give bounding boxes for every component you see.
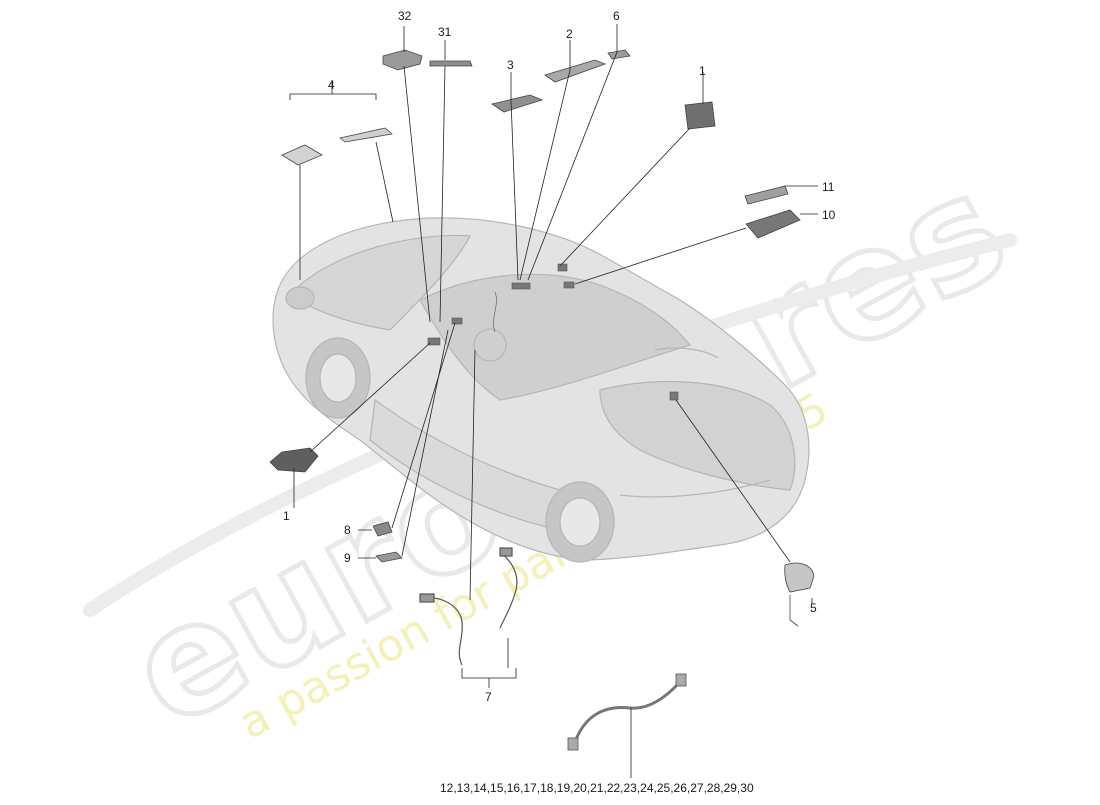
callout-4: 4	[328, 78, 335, 92]
mounted-part-1	[427, 337, 441, 346]
front-wheel-rim	[319, 353, 357, 403]
part-11-cover	[744, 185, 789, 205]
callout-10: 10	[822, 208, 836, 222]
detached-parts	[269, 49, 815, 627]
mounted-parts	[427, 263, 679, 401]
harness-7	[419, 547, 518, 666]
callout-8: 8	[344, 523, 351, 537]
leader-32	[403, 26, 431, 323]
part-5-wire	[789, 595, 799, 627]
leader-7-up	[469, 349, 476, 601]
leader-8	[358, 322, 456, 531]
callout-31: 31	[438, 25, 452, 39]
leader-9	[358, 329, 449, 559]
mounted-part-8	[451, 317, 463, 325]
car-cabin	[419, 273, 692, 401]
cable-end-b	[675, 673, 687, 687]
callout-5: 5	[810, 601, 817, 615]
harness-7a	[419, 596, 463, 666]
harness-7b-connector	[499, 547, 513, 557]
callout-12-30: 12,13,14,15,16,17,18,19,20,21,22,23,24,2…	[440, 781, 754, 795]
callout-11: 11	[822, 180, 835, 194]
callout-2: 2	[566, 27, 573, 41]
part-9-bracket	[375, 551, 403, 563]
leader-lines	[289, 24, 818, 778]
bracket-4	[289, 80, 377, 100]
callout-6: 6	[613, 9, 620, 23]
part-10-module	[745, 209, 801, 239]
part-1-control-unit	[684, 101, 716, 130]
part-6-module	[607, 49, 631, 60]
callout-32: 32	[398, 9, 412, 23]
leader-31	[439, 40, 446, 323]
callout-1-left: 1	[283, 509, 290, 523]
mounted-part-1b	[557, 263, 568, 272]
car-rear-deck	[599, 380, 796, 491]
leader-1-left	[293, 342, 431, 508]
mounted-part-6	[563, 281, 575, 289]
car-illustration	[272, 217, 810, 563]
leader-5	[675, 399, 813, 604]
leader-6	[527, 24, 618, 281]
cable-body	[573, 680, 682, 743]
tail-light-line	[619, 479, 771, 498]
part-4b-pad	[339, 127, 393, 143]
leader-1-top	[559, 72, 704, 267]
mounted-part-3	[511, 282, 531, 290]
callout-9: 9	[344, 551, 351, 565]
part-3-unit	[491, 94, 544, 113]
part-31-strip	[429, 60, 473, 67]
part-2-panel	[544, 59, 607, 83]
leader-4b	[375, 141, 394, 223]
rear-spoiler-line	[654, 347, 719, 359]
mounted-part-5	[669, 391, 679, 401]
harness-7b	[499, 551, 518, 629]
callout-7: 7	[485, 690, 492, 704]
callout-3: 3	[507, 58, 514, 72]
bracket-7	[461, 638, 517, 688]
callout-1-top: 1	[699, 64, 706, 78]
car-hood	[289, 234, 471, 331]
rear-wheel-rim	[559, 497, 601, 547]
part-8-sensor	[372, 521, 393, 537]
leader-3	[510, 72, 519, 281]
part-5-sensor-housing	[784, 562, 815, 593]
cable-end-a	[567, 737, 579, 751]
leader-2	[519, 40, 571, 281]
part-1-left-unit	[269, 447, 319, 473]
headlight	[285, 286, 315, 310]
part-4a-pad	[281, 144, 323, 166]
leader-10	[574, 213, 818, 285]
part-32-console	[382, 49, 423, 71]
harness-7a-connector	[419, 593, 435, 603]
steering-wheel	[473, 328, 507, 362]
mounted-harness-7	[493, 291, 497, 333]
cable-12-30	[567, 673, 687, 751]
